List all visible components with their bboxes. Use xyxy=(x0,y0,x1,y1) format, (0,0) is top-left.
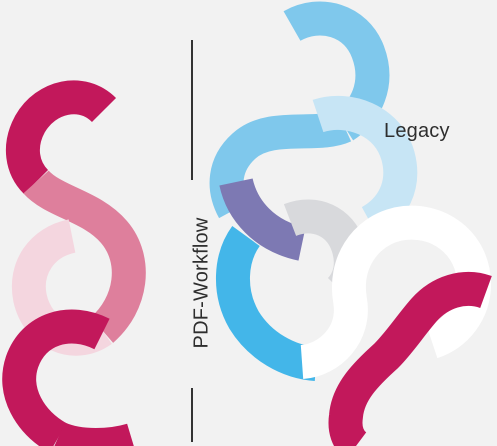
blue-white-magenta-chain-icon xyxy=(209,1,492,446)
magenta-upper-arc xyxy=(5,80,117,195)
magenta-right-arc xyxy=(328,271,492,446)
magenta-lower-arc xyxy=(2,309,110,446)
magenta-bottom-tail xyxy=(54,422,134,446)
blue-lower-arc xyxy=(216,226,318,381)
pink-middle-arc xyxy=(23,169,146,343)
purple-arc xyxy=(219,177,307,261)
pale-blue-arc xyxy=(312,95,418,237)
pink-magenta-chain-icon xyxy=(2,80,146,446)
pdf-workflow-label: PDF-Workflow xyxy=(190,217,213,349)
legacy-label: Legacy xyxy=(384,120,450,142)
